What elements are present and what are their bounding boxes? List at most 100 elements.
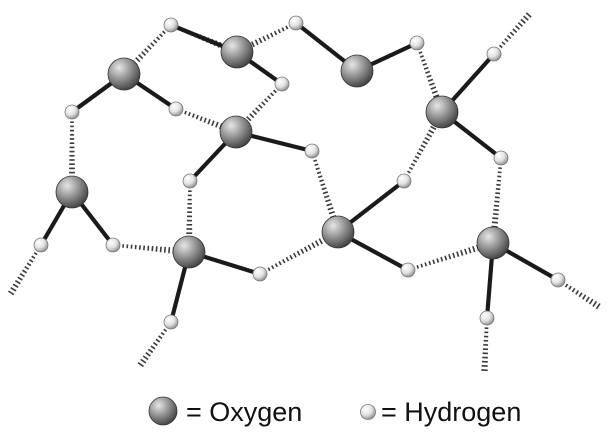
oxygen-atom	[219, 115, 253, 149]
hydrogen-bond-tick	[421, 59, 426, 62]
hydrogen-bond-tick	[320, 183, 326, 187]
hydrogen-bond-tick	[147, 348, 154, 354]
hydrogen-bond-tick	[314, 240, 320, 247]
hydrogen-bond-tick	[293, 252, 297, 258]
hydrogen-atom	[479, 310, 495, 326]
hydrogen-bond-tick	[429, 82, 435, 86]
hydrogen-bond	[496, 12, 532, 52]
hydrogen-bond-tick	[258, 104, 263, 109]
hydrogen-atom	[182, 173, 198, 189]
hydrogen-bond-tick	[258, 37, 263, 44]
hydrogen-bond-tick	[410, 163, 416, 167]
hydrogen-bond-tick	[431, 90, 438, 94]
hydrogen-atom	[396, 173, 412, 189]
hydrogen-bond	[180, 109, 231, 133]
hydrogen-bond-tick	[427, 78, 434, 82]
oxygen-atom	[476, 226, 510, 260]
hydrogen-bond-tick	[575, 290, 580, 295]
hydrogen-atom	[486, 46, 502, 62]
hydrogen-atom	[163, 17, 179, 33]
hydrogen-bond-tick	[184, 110, 187, 115]
hydrogen-bond-tick	[273, 89, 277, 94]
hydrogen-bond-tick	[277, 28, 281, 34]
hydrogen-bond-tick	[261, 101, 266, 106]
hydrogen-bond-tick	[271, 265, 275, 270]
hydrogen-bond-tick	[156, 36, 161, 41]
hydrogen-bond-tick	[163, 328, 168, 333]
hydrogen-bond	[490, 163, 503, 237]
hydrogen-bond-tick	[472, 245, 476, 253]
hydrogen-bond-tick	[317, 175, 323, 179]
hydrogen-bond	[561, 281, 601, 310]
hydrogen-bond-tick	[422, 140, 428, 145]
hydrogen-bond-tick	[416, 265, 420, 269]
hydrogen-bond-tick	[464, 248, 468, 255]
hydrogen-bond-tick	[422, 62, 428, 66]
hydrogen-bond-tick	[432, 259, 436, 265]
hydrogen-bond-tick	[195, 114, 199, 120]
hydrogen-bond-tick	[270, 92, 274, 97]
hydrogen-bond	[405, 118, 441, 178]
hydrogen-bond-tick	[423, 66, 429, 70]
hydrogen-bond-tick	[289, 254, 293, 260]
hydrogen-bond-tick	[215, 121, 219, 128]
hydrogen-bond-tick	[428, 129, 435, 134]
hydrogen-atom	[288, 15, 304, 31]
legend: = Oxygen = Hydrogen	[148, 396, 521, 427]
hydrogen-bond-tick	[506, 34, 512, 40]
hydrogen-bond	[312, 155, 340, 227]
hydrogen-bond-tick	[138, 54, 144, 60]
legend-oxygen-label: = Oxygen	[186, 397, 302, 427]
hydrogen-bond-tick	[425, 70, 431, 74]
hydrogen-bond-tick	[150, 42, 155, 47]
hydrogen-bond-tick	[571, 287, 576, 293]
hydrogen-bond-tick	[140, 358, 147, 364]
hydrogen-atom	[163, 314, 179, 330]
hydrogen-bond-tick	[315, 167, 320, 171]
hydrogen-atom	[550, 272, 566, 288]
hydrogen-bond-tick	[517, 21, 523, 27]
hydrogen-bond-tick	[326, 203, 333, 207]
hydrogen-bond-tick	[7, 290, 15, 296]
hydrogen-bond-tick	[12, 283, 19, 289]
hydrogen-bond-tick	[428, 260, 432, 266]
hydrogen-bond-tick	[211, 120, 215, 127]
hydrogen-bond-tick	[246, 116, 252, 122]
hydrogen-atom	[493, 150, 509, 166]
hydrogen-bond-tick	[162, 30, 166, 35]
hydrogen-atom	[64, 104, 80, 120]
hydrogen-bond-tick	[285, 25, 289, 30]
hydrogen-bond-tick	[412, 159, 418, 163]
legend-oxygen-icon	[148, 396, 178, 426]
hydrogen-bond-tick	[17, 276, 23, 281]
hydrogen-bond-tick	[436, 258, 440, 263]
hydrogen-bond-tick	[327, 207, 334, 211]
hydrogen-bond-tick	[300, 248, 305, 254]
hydrogen-bond-tick	[147, 45, 152, 50]
hydrogen-bond-tick	[33, 252, 38, 256]
hydrogen-bond-tick	[249, 113, 255, 119]
hydrogen-bond-tick	[207, 118, 211, 125]
hydrogen-atom	[400, 262, 416, 278]
hydrogen-bond-tick	[319, 179, 324, 183]
hydrogen-bond-tick	[460, 250, 464, 256]
oxygen-atom	[321, 215, 355, 249]
hydrogen-bond-tick	[592, 300, 598, 307]
hydrogen-bond-tick	[452, 252, 456, 259]
hydrogen-atom	[105, 237, 121, 253]
hydrogen-bond-tick	[448, 254, 452, 260]
hydrogen-bond-tick	[203, 117, 207, 123]
hydrogen-bond-tick	[325, 199, 331, 203]
hydrogen-bond-tick	[10, 286, 17, 292]
hydrogen-bond-tick	[515, 25, 521, 30]
hydrogen-bond-tick	[135, 57, 141, 63]
hydrogen-bond-tick	[155, 338, 161, 343]
hydrogen-atom	[252, 266, 268, 282]
hydrogen-bond-tick	[278, 261, 282, 266]
hydrogen-bond-tick	[419, 55, 424, 58]
hydrogen-bond-tick	[262, 35, 267, 42]
hydrogen-bond-tick	[303, 246, 308, 252]
hydrogen-bond-tick	[24, 265, 30, 270]
hydrogen-atom	[409, 35, 425, 51]
hydrogen-bond-tick	[266, 34, 270, 40]
